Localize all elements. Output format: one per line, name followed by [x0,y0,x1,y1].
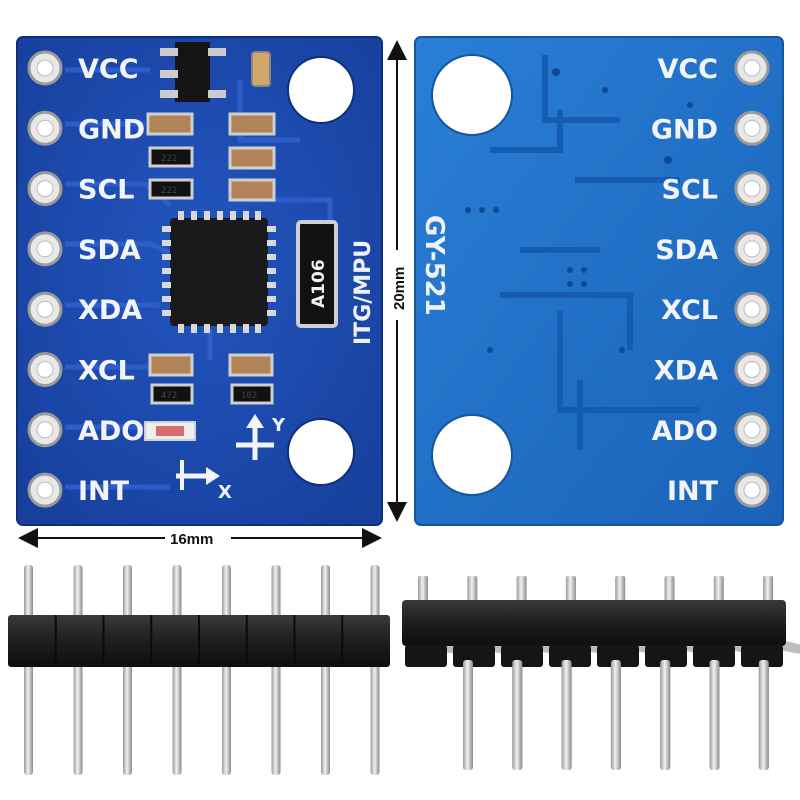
front-pin-hole [36,481,54,499]
header-pin-leg [709,660,720,770]
model-label-back: GY-521 [419,215,449,316]
back-mounting-hole-top [431,54,513,136]
header-foot [741,645,783,667]
header-plastic-strip [402,600,786,646]
header-pin [370,565,380,775]
mounting-hole-bottom [287,418,355,486]
front-pin-label: XDA [78,295,142,326]
height-label: 20mm [391,267,408,310]
smd-code-2: 222 [161,186,177,196]
header-pin-top [615,576,626,606]
pcb-back: GY-521 VCC GND SCL SDA XCL XDA ADO INT [414,36,784,526]
header-pin-top [516,576,527,606]
front-pin-hole [36,59,54,77]
header-pin [24,565,33,775]
header-pin [73,565,83,775]
header-pin-top [418,576,428,606]
header-pin-leg [610,660,621,770]
header-pin-leg [758,660,769,770]
front-pin-label: SDA [78,235,141,266]
header-foot [597,645,639,667]
back-pin-label: SCL [662,175,718,206]
header-pin-leg [561,660,572,770]
back-pin-label: ADO [652,416,718,447]
back-pin-hole [743,59,761,77]
smd-code-1: 222 [161,154,177,164]
front-pin-label: GND [78,114,145,145]
back-pin-hole [743,300,761,318]
back-pin-hole [743,180,761,198]
smd-code-3: 472 [161,391,177,401]
back-pin-hole [743,119,761,137]
header-pin-leg [660,660,671,770]
dimension-width: 16mm [18,528,382,548]
header-pin [222,565,231,775]
header-foot [693,645,735,667]
header-pin-top [565,576,576,606]
front-pin-hole [36,240,54,258]
mounting-hole-top [287,56,355,124]
width-label: 16mm [170,531,213,548]
dimension-height: 20mm [387,40,408,522]
front-pin-hole [36,180,54,198]
front-pin-label: XCL [78,356,135,387]
back-pin-label: INT [667,476,719,507]
right-angle-pin-header [402,576,800,770]
mpu6050-chip [162,211,276,333]
back-pin-column: VCC GND SCL SDA XCL XDA ADO INT [651,50,770,508]
model-label-front: ITG/MPU [351,240,376,345]
header-pin [321,565,330,775]
front-pin-column: VCC GND SCL SDA XDA XCL ADO INT [27,50,145,508]
capacitor [251,51,271,87]
header-pin-leg [512,660,523,770]
header-pin-top [664,576,675,606]
back-pin-label: SDA [655,235,718,266]
axis-icon [176,414,274,490]
header-foot [549,645,591,667]
header-pin-top [713,576,724,606]
header-foot [453,645,495,667]
smd-components: 222 222 472 102 [144,112,276,441]
voltage-regulator [160,42,226,102]
header-pin [172,565,182,775]
front-pin-label: SCL [78,175,134,206]
back-pin-hole [743,481,761,499]
header-pin [271,565,281,775]
resistor-a106: A106 [296,220,338,328]
header-foot [405,645,447,667]
front-pin-hole [36,361,54,378]
resistor-code: A106 [309,259,329,308]
straight-pin-header [8,565,390,775]
header-pin-top [763,576,774,606]
back-pin-label: XCL [661,295,718,326]
back-pin-label: GND [651,114,718,145]
front-pin-hole [36,421,54,439]
back-pin-label: VCC [657,54,718,85]
back-pin-label: XDA [654,356,718,387]
front-pin-label: ADO [78,416,144,447]
front-pin-hole [36,300,54,318]
axis-label-x: X [218,482,232,503]
header-foot [645,645,687,667]
back-pin-hole [743,421,761,439]
pcb-front: 222 222 472 102 [16,36,383,526]
header-pin-leg [463,660,473,770]
smd-code-4: 102 [241,391,257,401]
axis-label-y: Y [271,415,286,436]
header-pin [123,565,132,775]
front-pin-hole [36,119,54,137]
header-pin-top [467,576,478,606]
back-mounting-hole-bottom [431,414,513,496]
back-pin-hole [743,240,761,258]
header-foot [501,645,543,667]
back-pin-hole [743,361,761,378]
front-pin-label: INT [78,476,130,507]
front-pin-label: VCC [78,54,139,85]
